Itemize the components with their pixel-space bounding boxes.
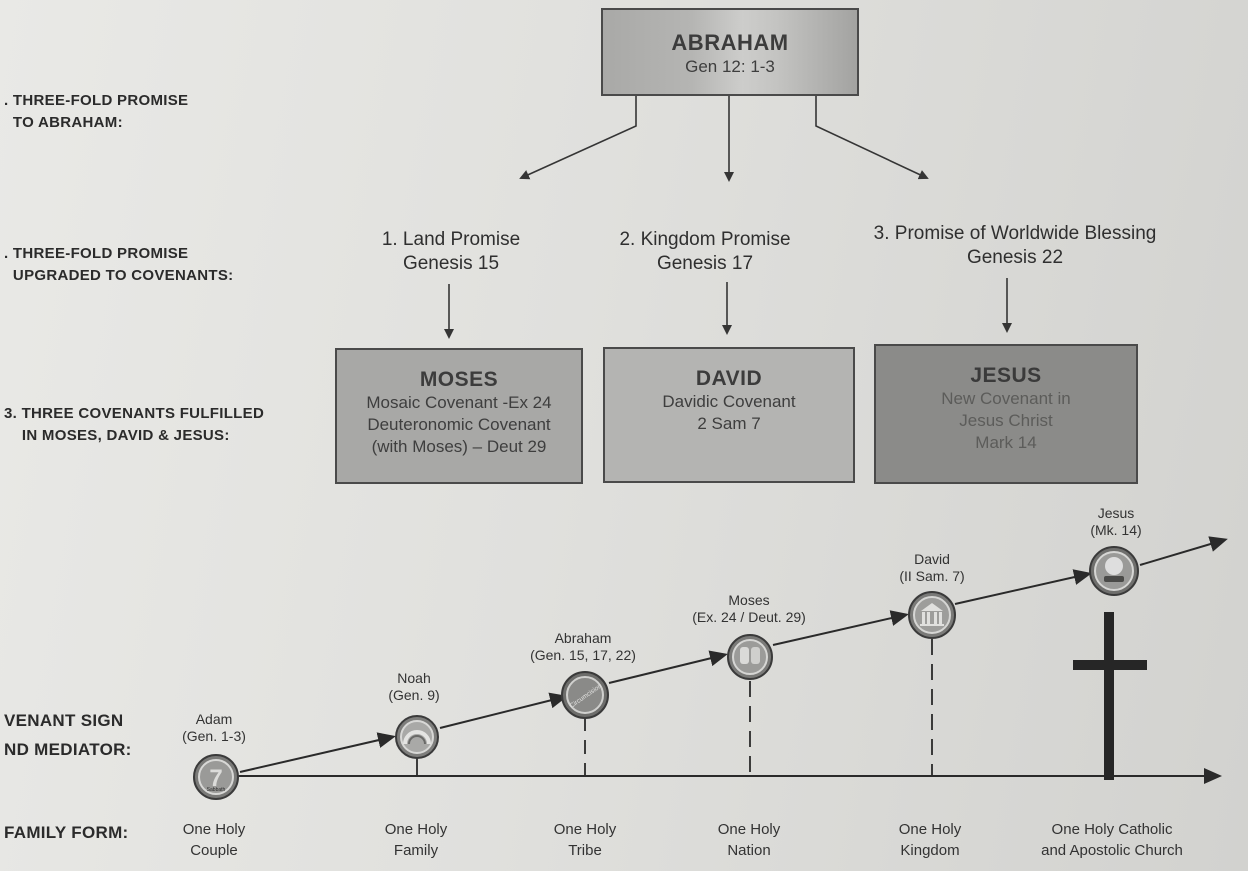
david-name: David <box>914 551 950 567</box>
abraham-name: Abraham <box>554 630 612 646</box>
rainbow-icon <box>403 730 431 745</box>
tablets-icon <box>740 647 760 664</box>
circumcision-icon <box>566 676 604 714</box>
family-nation-line1: One Holy <box>717 821 781 838</box>
david-box: DAVID Davidic Covenant 2 Sam 7 <box>603 347 855 483</box>
david-title: DAVID <box>695 367 763 390</box>
family-church-line1: One Holy Catholic <box>1051 821 1173 838</box>
timeline-label-moses: Moses (Ex. 24 / Deut. 29) <box>692 592 806 626</box>
family-couple-line2: Couple <box>190 842 238 859</box>
segment-jesus-onward <box>1139 536 1228 566</box>
david-ref: (II Sam. 7) <box>899 568 965 584</box>
promise-land: 1. Land Promise Genesis 15 <box>366 228 536 276</box>
label-row2-text: . THREE-FOLD PROMISE UPGRADED TO COVENAN… <box>4 245 234 284</box>
promise-blessing-title: 3. Promise of Worldwide Blessing <box>873 223 1157 244</box>
sabbath-7-icon <box>198 759 234 795</box>
timeline-label-david: David (II Sam. 7) <box>899 551 964 585</box>
family-form-tribe: One Holy Tribe <box>554 819 617 861</box>
timeline-label-noah: Noah (Gen. 9) <box>388 670 439 704</box>
noah-node <box>395 715 439 759</box>
jesus-line-2: Jesus Christ <box>959 411 1053 430</box>
abraham-branch-arrows <box>519 96 929 182</box>
family-couple-line1: One Holy <box>182 821 246 838</box>
promise-blessing-ref: Genesis 22 <box>966 247 1064 268</box>
label-row5-text: FAMILY FORM: <box>4 823 129 842</box>
family-form-kingdom: One Holy Kingdom <box>899 819 962 861</box>
label-three-fold-promise: . THREE-FOLD PROMISE TO ABRAHAM: <box>4 90 188 134</box>
adam-ref: (Gen. 1-3) <box>182 728 246 744</box>
moses-line-2: Deuteronomic Covenant <box>367 415 551 434</box>
label-covenant-sign: VENANT SIGN ND MEDIATOR: <box>4 706 132 764</box>
jesus-ref: (Mk. 14) <box>1090 522 1142 538</box>
family-church-line2: and Apostolic Church <box>1041 842 1183 859</box>
jesus-name: Jesus <box>1097 505 1135 521</box>
promise-land-title: 1. Land Promise <box>381 229 521 250</box>
adam-sign-label: Sabbath <box>207 787 226 793</box>
jesus-title: JESUS <box>970 364 1042 387</box>
moses-line-1: Mosaic Covenant -Ex 24 <box>366 393 552 412</box>
family-form-family: One Holy Family <box>385 819 448 861</box>
label-row1-text: . THREE-FOLD PROMISE TO ABRAHAM: <box>4 92 189 131</box>
family-family-line1: One Holy <box>384 821 448 838</box>
moses-box: MOSES Mosaic Covenant -Ex 24 Deuteronomi… <box>335 348 583 484</box>
promise-kingdom-ref: Genesis 17 <box>656 253 754 274</box>
cross-icon <box>1073 612 1147 780</box>
svg-text:7: 7 <box>209 765 222 792</box>
segment-moses-david <box>772 610 909 646</box>
abraham-ref: Gen 12: 1-3 <box>685 57 775 76</box>
arrow-to-blessing-promise <box>815 96 929 180</box>
david-node <box>908 591 956 639</box>
promise-land-ref: Genesis 15 <box>402 253 500 274</box>
segment-david-jesus <box>954 569 1092 605</box>
family-family-line2: Family <box>393 842 439 859</box>
family-kingdom-line1: One Holy <box>898 821 962 838</box>
eucharist-icon <box>1104 557 1124 582</box>
moses-line-3: (with Moses) – Deut 29 <box>371 437 547 456</box>
david-line-1: Davidic Covenant <box>662 392 796 411</box>
jesus-node <box>1089 546 1139 596</box>
promise-kingdom-title: 2. Kingdom Promise <box>619 229 791 250</box>
adam-node: 7 Sabbath <box>193 754 239 800</box>
adam-name: Adam <box>195 711 233 727</box>
moses-title: MOSES <box>419 368 499 391</box>
family-form-church: One Holy Catholic and Apostolic Church <box>1041 819 1183 861</box>
abraham-box: ABRAHAM Gen 12: 1-3 <box>601 8 859 96</box>
jesus-box: JESUS New Covenant in Jesus Christ Mark … <box>874 344 1138 484</box>
label-family-form: FAMILY FORM: <box>4 822 129 844</box>
timeline-label-jesus: Jesus (Mk. 14) <box>1090 505 1141 539</box>
promise-blessing: 3. Promise of Worldwide Blessing Genesis… <box>850 222 1180 270</box>
timeline-label-abraham: Abraham (Gen. 15, 17, 22) <box>530 630 636 664</box>
abraham-refs: (Gen. 15, 17, 22) <box>530 647 636 663</box>
family-tribe-line1: One Holy <box>553 821 617 838</box>
segment-noah-abraham <box>439 692 568 729</box>
temple-icon <box>920 603 944 626</box>
family-kingdom-line2: Kingdom <box>900 842 960 859</box>
label-row4-text: VENANT SIGN ND MEDIATOR: <box>4 711 132 759</box>
abraham-node: Circumcision <box>561 671 609 719</box>
segment-adam-noah <box>239 732 396 773</box>
label-covenants-fulfilled: 3. THREE COVENANTS FULFILLED IN MOSES, D… <box>4 403 264 447</box>
family-form-nation: One Holy Nation <box>718 819 781 861</box>
david-line-2: 2 Sam 7 <box>697 414 761 433</box>
moses-name: Moses <box>728 592 770 608</box>
family-nation-line2: Nation <box>727 842 771 859</box>
segment-abraham-moses <box>608 650 728 684</box>
moses-node <box>727 634 773 680</box>
family-tribe-line2: Tribe <box>568 842 602 859</box>
promise-kingdom: 2. Kingdom Promise Genesis 17 <box>605 228 805 276</box>
noah-name: Noah <box>397 670 431 686</box>
arrow-to-land-promise <box>519 96 637 180</box>
timeline-label-adam: Adam (Gen. 1-3) <box>182 711 246 745</box>
label-row3-text: 3. THREE COVENANTS FULFILLED IN MOSES, D… <box>4 405 265 444</box>
family-form-couple: One Holy Couple <box>183 819 246 861</box>
abraham-title: ABRAHAM <box>671 30 789 55</box>
jesus-line-3: Mark 14 <box>975 433 1037 452</box>
noah-ref: (Gen. 9) <box>388 687 440 703</box>
label-upgraded-to-covenants: . THREE-FOLD PROMISE UPGRADED TO COVENAN… <box>4 243 233 287</box>
jesus-line-1: New Covenant in <box>941 389 1071 408</box>
moses-refs: (Ex. 24 / Deut. 29) <box>692 609 806 625</box>
